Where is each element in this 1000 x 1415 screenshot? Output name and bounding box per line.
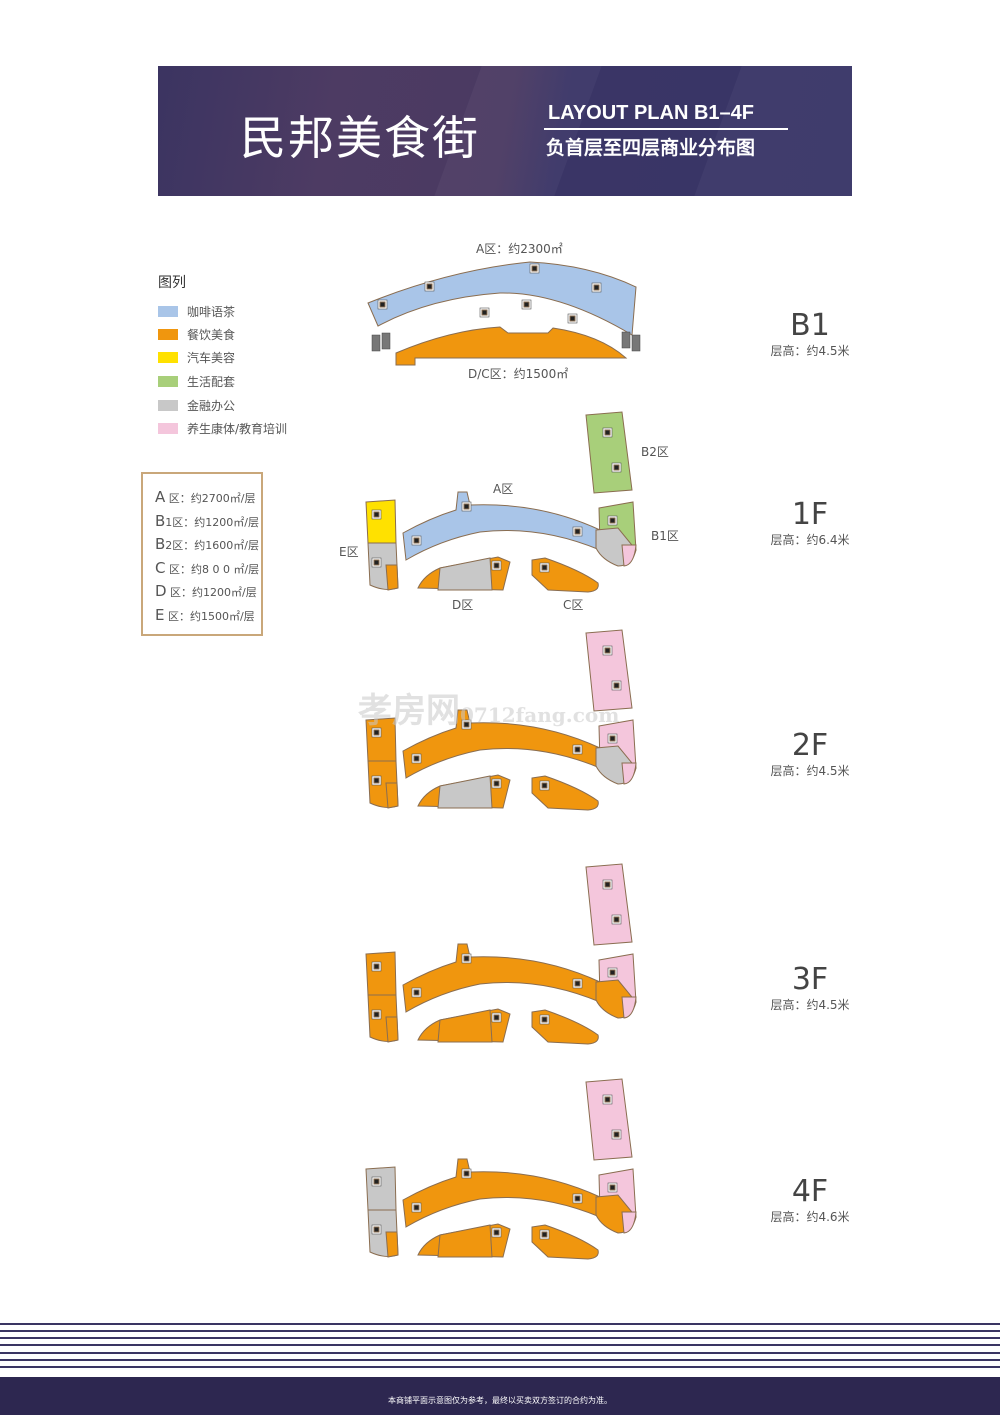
legend-swatch [158, 423, 178, 434]
legend-item: 金融办公 [158, 397, 235, 414]
f1-zone-a [402, 491, 601, 561]
label-b1-zone-dc: D/C区：约1500㎡ [468, 367, 569, 381]
legend-label: 金融办公 [187, 399, 236, 413]
legend-swatch [158, 400, 178, 411]
legend-swatch [158, 329, 178, 340]
b1-stairs [371, 331, 641, 352]
label-b1-zone-a: A区：约2300㎡ [476, 242, 563, 256]
f1-zone-b2 [585, 411, 633, 494]
legend-item: 餐饮美食 [158, 326, 235, 343]
title-en: LAYOUT PLAN B1–4F [548, 102, 754, 124]
zone-a-area: A 区：约2700㎡/层 [155, 488, 256, 506]
header-banner: 民邦美食街 LAYOUT PLAN B1–4F 负首层至四层商业分布图 [158, 66, 852, 196]
label-1f-zone-e: E区 [339, 545, 359, 559]
f1-zone-e-top [365, 499, 397, 544]
legend-label: 餐饮美食 [187, 328, 236, 342]
zone-b1-area: B1区：约1200㎡/层 [155, 512, 259, 530]
title-divider [544, 128, 788, 130]
plan-1f [365, 411, 637, 593]
legend-label: 生活配套 [187, 375, 236, 389]
title-cn: 负首层至四层商业分布图 [546, 137, 756, 159]
brand-logo: 民邦美食街 [240, 111, 480, 165]
footer-bar [0, 1377, 1000, 1415]
legend-label: 养生康体/教育培训 [187, 422, 288, 436]
label-1f-zone-a: A区 [493, 482, 514, 496]
legend-item: 养生康体/教育培训 [158, 420, 287, 437]
legend-swatch [158, 376, 178, 387]
b1-zone-dc [395, 326, 628, 366]
zone-area-box: A 区：约2700㎡/层 B1区：约1200㎡/层 B2区：约1600㎡/层 C… [141, 472, 263, 636]
watermark: 孝房网0712fang.com [358, 691, 620, 731]
label-1f-zone-d: D区 [452, 598, 474, 612]
label-1f-zone-c: C区 [563, 598, 584, 612]
legend-label: 汽车美容 [187, 351, 236, 365]
label-1f-zone-b1: B1区 [651, 529, 679, 543]
zone-b2-area: B2区：约1600㎡/层 [155, 535, 259, 553]
zone-c-area: C 区：约8 0 0 ㎡/层 [155, 559, 260, 577]
legend-swatch [158, 306, 178, 317]
legend-item: 生活配套 [158, 373, 235, 390]
zone-d-area: D 区：约1200㎡/层 [155, 582, 257, 600]
legend-title: 图列 [158, 275, 186, 291]
label-1f-zone-b2: B2区 [641, 445, 669, 459]
footer-disclaimer: 本商铺平面示意图仅为参考，最终以买卖双方签订的合约为准。 [388, 1396, 612, 1405]
legend-item: 咖啡语茶 [158, 303, 235, 320]
b1-zone-a [367, 261, 637, 336]
legend-label: 咖啡语茶 [187, 305, 236, 319]
legend-swatch [158, 352, 178, 363]
zone-e-area: E 区：约1500㎡/层 [155, 606, 255, 624]
legend-item: 汽车美容 [158, 349, 235, 366]
plan-b1 [367, 261, 641, 366]
